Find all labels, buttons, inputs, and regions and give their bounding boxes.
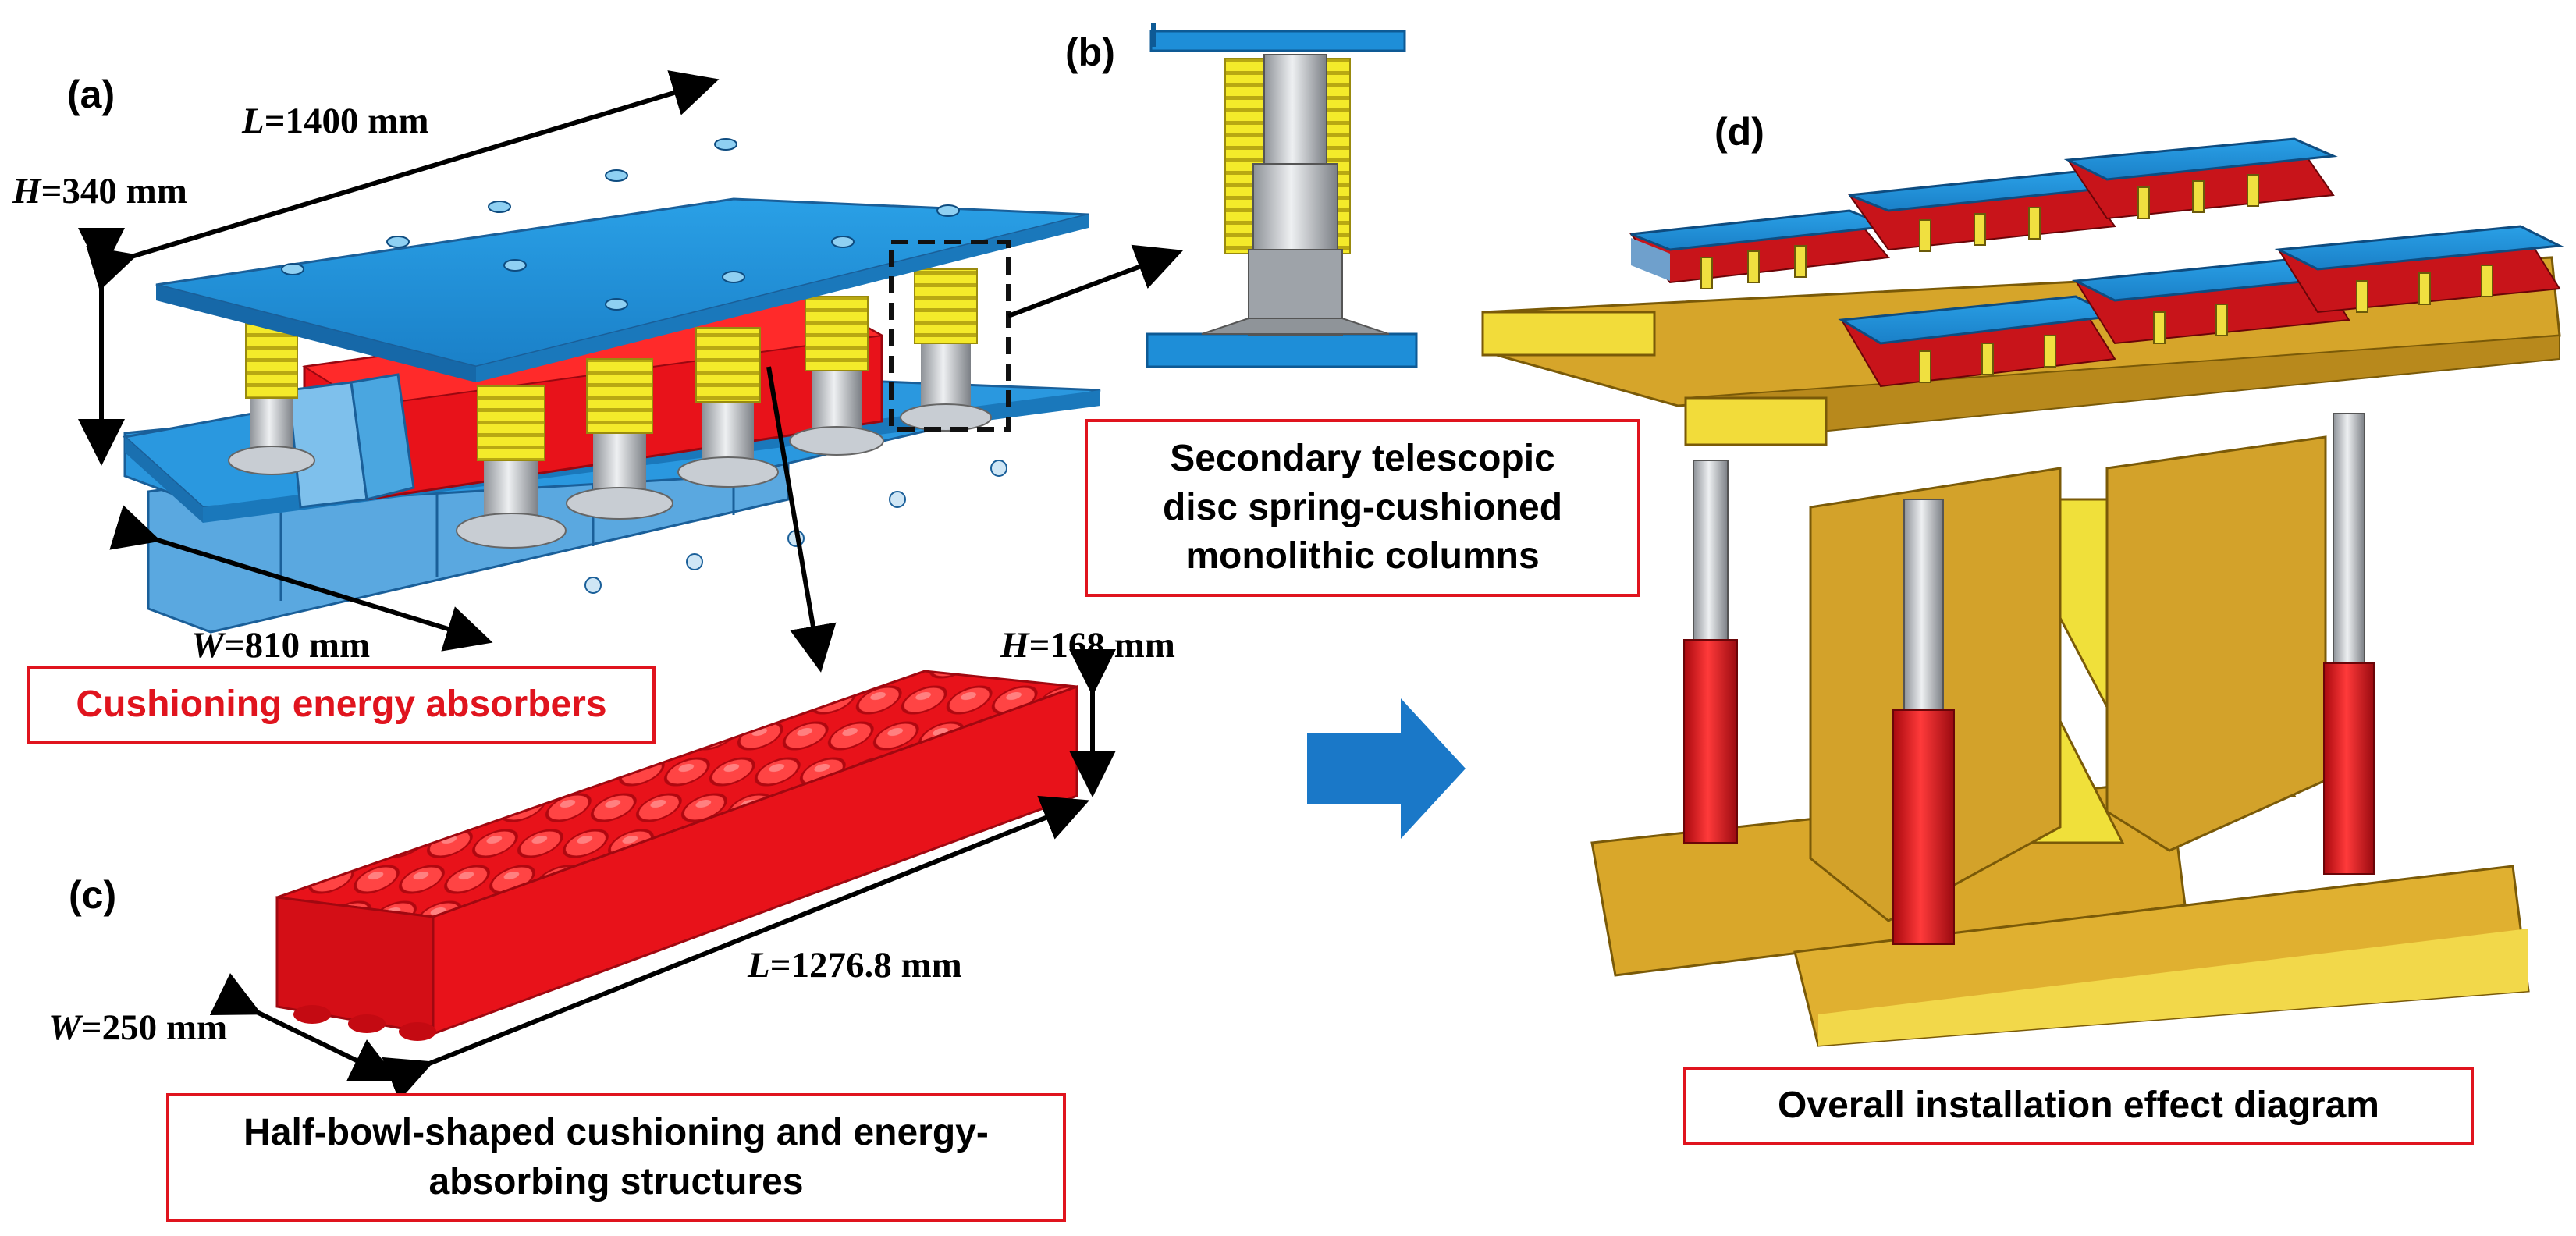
dim-symbol: L [242,101,265,141]
dim-value: =1400 mm [264,101,429,141]
dim-symbol: W [48,1007,81,1048]
dim-label-c-height: H=168 mm [1000,624,1175,666]
label-text-line: Half-bowl-shaped cushioning and energy- [243,1112,989,1154]
pointer-to-b [1007,244,1184,318]
label-text-line: absorbing structures [428,1160,804,1202]
label-half-bowl-structures: Half-bowl-shaped cushioning and energy- … [166,1093,1066,1222]
dim-arrow-a-length [86,70,720,291]
label-text-line: disc spring-cushioned [1162,486,1563,528]
panel-a-assembly [78,70,1184,673]
dim-symbol: L [748,945,770,986]
dim-symbol: H [1000,625,1029,666]
dim-value: =1276.8 mm [769,945,962,986]
canopy-absorber-modules [1629,137,2564,388]
highlight-box [889,240,1011,432]
panel-b-column-section [1146,23,1418,368]
dim-value: =340 mm [41,171,187,211]
dim-symbol: W [191,625,224,666]
panel-label-d: (d) [1714,110,1764,154]
panel-c-absorber-block [209,649,1116,1101]
dim-value: =250 mm [80,1007,228,1048]
pointer-to-c [766,366,837,673]
label-text-line: Secondary telescopic [1170,438,1555,480]
dim-symbol: H [12,171,41,211]
label-text: Cushioning energy absorbers [76,683,607,725]
label-text-line: monolithic columns [1185,535,1540,577]
hydraulic-legs [1683,413,2375,945]
dim-arrow-c-width [209,973,399,1082]
panel-label-a: (a) [67,73,115,116]
panel-label-c: (c) [69,873,117,917]
flow-arrow [1307,698,1466,839]
dim-label-a-length: L=1400 mm [242,100,429,142]
dim-value: =168 mm [1029,625,1175,666]
dim-label-c-width: W=250 mm [48,1007,227,1049]
panel-label-b: (b) [1065,30,1115,74]
label-text: Overall installation effect diagram [1778,1084,2379,1126]
dim-value: =810 mm [223,625,371,666]
dim-label-a-width: W=810 mm [191,624,370,666]
label-secondary-columns: Secondary telescopic disc spring-cushion… [1085,419,1640,597]
dim-arrow-c-length [382,795,1090,1101]
label-cushioning-energy-absorbers: Cushioning energy absorbers [27,666,656,744]
dim-arrow-a-width [109,505,493,652]
label-overall-installation: Overall installation effect diagram [1683,1067,2474,1145]
dim-label-c-length: L=1276.8 mm [748,944,962,986]
dim-label-a-height: H=340 mm [12,170,187,212]
panel-d-overall-support [1481,137,2564,1047]
